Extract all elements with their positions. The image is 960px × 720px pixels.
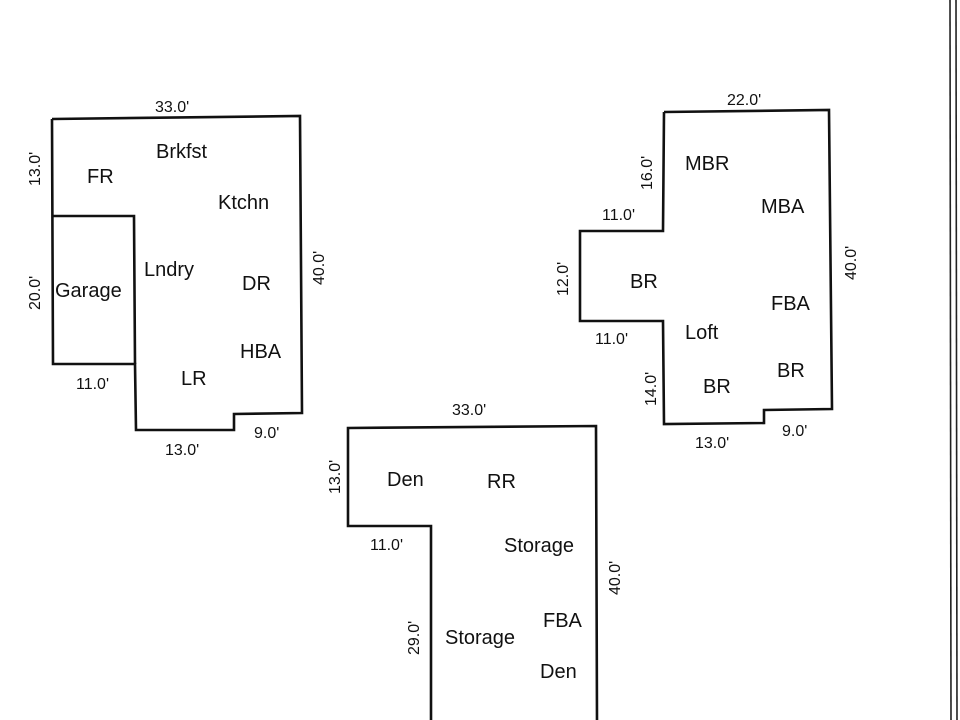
room-label-storage: Storage xyxy=(445,627,515,649)
room-label-br: BR xyxy=(777,360,805,382)
dimension-label: 9.0' xyxy=(254,425,279,442)
upper-level-plan: MBR MBA BR FBA Loft BR BR 22.0' 16.0' 11… xyxy=(555,92,860,452)
room-label-den: Den xyxy=(387,469,424,491)
dimension-label: 40.0' xyxy=(843,246,860,280)
room-label-ktchn: Ktchn xyxy=(218,192,269,214)
dimension-label: 11.0' xyxy=(602,207,635,224)
page-edge-line xyxy=(949,0,952,720)
dimension-label: 29.0' xyxy=(406,621,423,655)
room-label-lndry: Lndry xyxy=(144,259,194,281)
dimension-label: 22.0' xyxy=(727,92,761,109)
room-label-den: Den xyxy=(540,661,577,683)
upper-level-outline xyxy=(578,108,834,426)
page-edge-line xyxy=(955,0,958,720)
room-label-mbr: MBR xyxy=(685,153,729,175)
room-label-fr: FR xyxy=(87,166,114,188)
room-label-fba: FBA xyxy=(543,610,583,632)
room-label-rr: RR xyxy=(487,471,516,493)
dimension-label: 20.0' xyxy=(27,276,44,310)
dimension-label: 40.0' xyxy=(607,561,624,595)
dimension-label: 40.0' xyxy=(311,251,328,285)
room-label-lr: LR xyxy=(181,368,207,390)
dimension-label: 11.0' xyxy=(370,537,403,554)
dimension-label: 11.0' xyxy=(595,331,628,348)
dimension-label: 33.0' xyxy=(155,99,189,116)
room-label-br: BR xyxy=(703,376,731,398)
dimension-label: 13.0' xyxy=(695,435,729,452)
room-label-brkfst: Brkfst xyxy=(156,141,208,163)
room-label-loft: Loft xyxy=(685,322,719,344)
lower-level-outline xyxy=(346,424,599,720)
room-label-mba: MBA xyxy=(761,196,805,218)
dimension-label: 13.0' xyxy=(27,152,44,186)
room-label-dr: DR xyxy=(242,273,271,295)
garage-outline xyxy=(53,214,137,365)
room-label-hba: HBA xyxy=(240,341,282,363)
dimension-label: 33.0' xyxy=(452,402,486,419)
dimension-label: 13.0' xyxy=(327,460,344,494)
room-label-br: BR xyxy=(630,271,658,293)
main-level-plan: FR Brkfst Ktchn Garage Lndry DR HBA LR 3… xyxy=(27,99,328,459)
dimension-label: 13.0' xyxy=(165,442,199,459)
dimension-label: 12.0' xyxy=(555,262,572,296)
dimension-label: 9.0' xyxy=(782,423,807,440)
room-label-garage: Garage xyxy=(55,280,122,302)
dimension-label: 11.0' xyxy=(76,376,109,393)
dimension-label: 16.0' xyxy=(639,156,656,190)
lower-level-plan: Den RR Storage Storage FBA Den 33.0' 13.… xyxy=(327,402,624,720)
main-level-outline xyxy=(50,114,304,432)
room-label-storage: Storage xyxy=(504,535,574,557)
room-label-fba: FBA xyxy=(771,293,811,315)
dimension-label: 14.0' xyxy=(643,372,660,406)
